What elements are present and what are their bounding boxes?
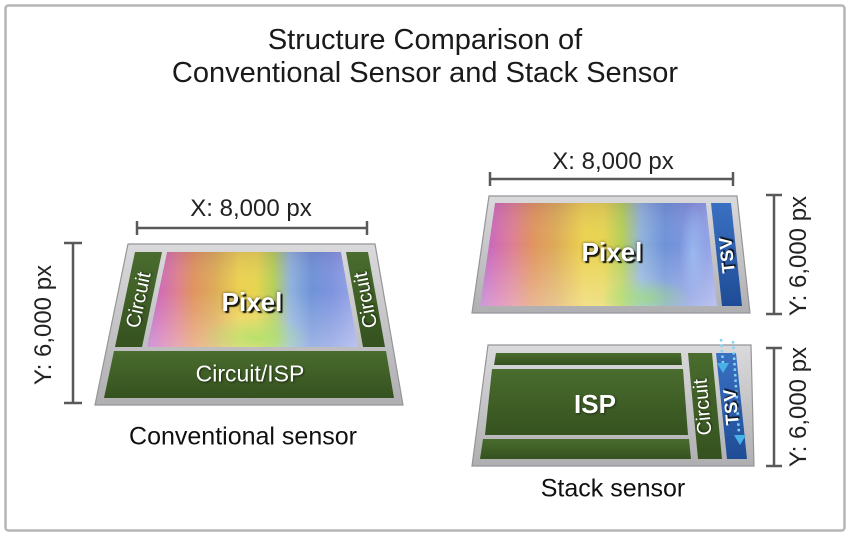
stack-circuit-region: [688, 353, 722, 459]
stack-tsv-bottom-region: [716, 353, 747, 459]
stack-bottom-y-dimension-line: [766, 346, 782, 468]
title-line-1: Structure Comparison of: [267, 24, 583, 56]
stack-circuit-label: Circuit: [689, 377, 717, 437]
conventional-circuit-isp-region: [104, 351, 394, 398]
stack-bottom-y-dimension-label: Y: 6,000 px: [785, 346, 812, 468]
conventional-pixel-label: Pixel: [221, 287, 283, 317]
conventional-pixel-region: [147, 252, 358, 347]
stack-caption: Stack sensor: [540, 474, 686, 503]
conventional-x-dimension-label: X: 8,000 px: [190, 195, 312, 222]
stack-isp-top-strip: [494, 353, 682, 365]
stack-isp-region: [485, 369, 688, 435]
conventional-circuit-right-region: [346, 252, 385, 347]
stack-top-y-dimension-line: [766, 193, 782, 316]
conventional-x-dimension-line: [135, 221, 369, 235]
conventional-circuit-left-region: [115, 252, 162, 347]
stack-pixel-label: Pixel: [581, 237, 643, 267]
stack-tsv-top-region: [711, 203, 742, 306]
conventional-y-dimension-label: Y: 6,000 px: [30, 264, 57, 386]
stack-isp-bottom-strip: [480, 439, 691, 459]
stack-top-tsv-label: TSV: [715, 235, 739, 275]
title-line-2: Conventional Sensor and Stack Sensor: [171, 57, 679, 89]
stack-top-y-dimension-label: Y: 6,000 px: [785, 195, 812, 317]
stack-x-dimension-line: [488, 172, 735, 186]
stack-x-dimension-label: X: 8,000 px: [552, 148, 674, 175]
conventional-caption: Conventional sensor: [129, 422, 357, 451]
stack-pixel-region: [480, 203, 717, 306]
stack-isp-label: ISP: [574, 389, 616, 419]
tsv-flow-arrow-icon: [717, 363, 729, 373]
conventional-circuit-isp-label: Circuit/ISP: [195, 360, 305, 387]
stack-bottom-tsv-label: TSV: [719, 387, 743, 427]
tsv-flow-arrow-icon: [734, 435, 746, 445]
page-title: Structure Comparison of Conventional Sen…: [0, 24, 850, 90]
conventional-y-dimension-line: [64, 241, 82, 405]
tsv-flow-dashed-arrows: [717, 338, 746, 445]
